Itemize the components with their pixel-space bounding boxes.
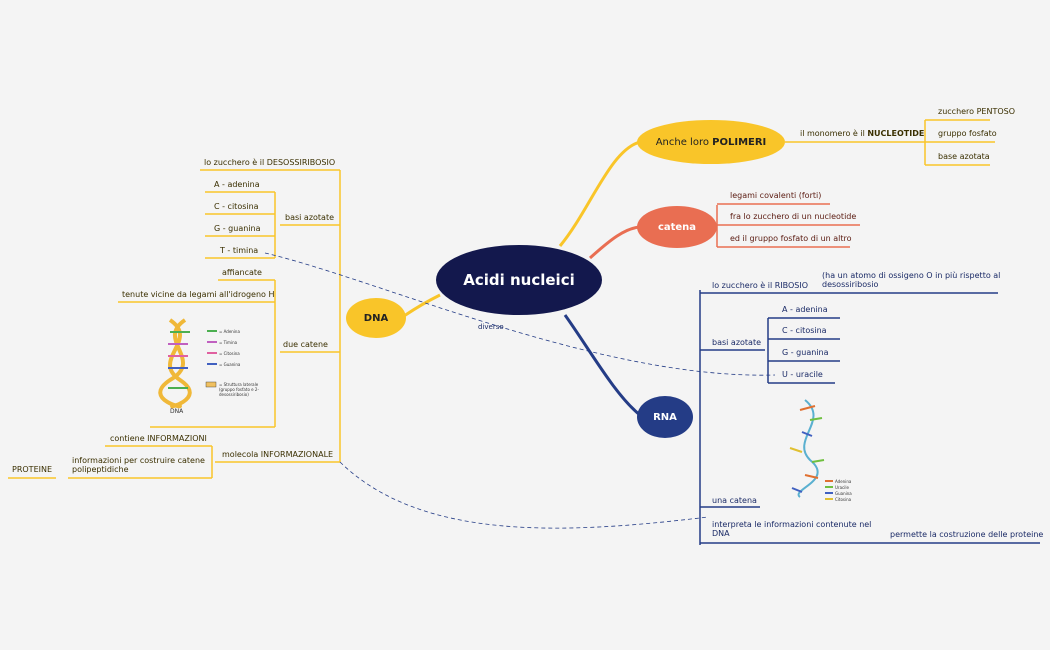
dna-legend-2: = Citosina bbox=[219, 351, 240, 356]
dna-affiancate[interactable]: affiancate bbox=[222, 268, 262, 277]
dna-legend-3: = Guanina bbox=[219, 362, 241, 367]
dna-informazioni[interactable]: informazioni per costruire catene polipe… bbox=[72, 456, 205, 475]
catena-item-1[interactable]: fra lo zucchero di un nucleotide bbox=[730, 212, 857, 221]
base-azotata[interactable]: base azotata bbox=[938, 152, 990, 161]
rna-legend-1: Uracile bbox=[835, 485, 849, 490]
catena-item-0[interactable]: legami covalenti (forti) bbox=[730, 191, 822, 200]
dna-image-caption: DNA bbox=[170, 408, 184, 415]
dna-legend-box: = Struttura laterale (gruppo fosfato e 2… bbox=[219, 382, 259, 397]
dna-basi-label[interactable]: basi azotate bbox=[285, 213, 335, 222]
monomero-label[interactable]: il monomero è il NUCLEOTIDE bbox=[800, 129, 925, 138]
dna-node[interactable]: DNA bbox=[346, 298, 406, 338]
dna-legend-1: = Timina bbox=[219, 340, 238, 345]
polimeri-bold: POLIMERI bbox=[712, 136, 767, 148]
dna-base-citosina[interactable]: C - citosina bbox=[214, 202, 259, 211]
gruppo-fosfato[interactable]: gruppo fosfato bbox=[938, 129, 997, 138]
rna-base-guanina[interactable]: G - guanina bbox=[782, 348, 829, 357]
rna-permette[interactable]: permette la costruzione delle proteine bbox=[890, 530, 1044, 539]
zucchero-pentoso[interactable]: zucchero PENTOSO bbox=[938, 107, 1016, 116]
dna-base-timina[interactable]: T - timina bbox=[220, 246, 259, 255]
rna-legend-0: Adenina bbox=[835, 479, 852, 484]
rna-base-adenina[interactable]: A - adenina bbox=[782, 305, 828, 314]
dna-contiene[interactable]: contiene INFORMAZIONI bbox=[110, 434, 207, 443]
dna-due-catene[interactable]: due catene bbox=[283, 340, 328, 349]
diverso-label: diverso bbox=[478, 323, 504, 331]
dna-base-guanina[interactable]: G - guanina bbox=[214, 224, 261, 233]
dna-molecola[interactable]: molecola INFORMAZIONALE bbox=[222, 450, 334, 459]
dna-helix-image bbox=[158, 318, 217, 409]
rna-legend-3: Citosina bbox=[835, 497, 852, 502]
dna-proteine[interactable]: PROTEINE bbox=[12, 465, 53, 474]
rna-legend-2: Guanina bbox=[835, 491, 852, 496]
catena-node[interactable]: catena bbox=[637, 206, 717, 248]
polimeri-prefix: Anche loro bbox=[655, 136, 713, 148]
root-title: Acidi nucleici bbox=[463, 271, 575, 289]
dna-legend-0: = Adenina bbox=[219, 329, 240, 334]
rna-basi-label[interactable]: basi azotate bbox=[712, 338, 762, 347]
rna-base-citosina[interactable]: C - citosina bbox=[782, 326, 827, 335]
dna-zucchero[interactable]: lo zucchero è il DESOSSIRIBOSIO bbox=[204, 158, 336, 167]
rna-note[interactable]: (ha un atomo di ossigeno O in più rispet… bbox=[822, 271, 1001, 290]
catena-item-2[interactable]: ed il gruppo fosfato di un altro bbox=[730, 234, 852, 243]
rna-helix-image bbox=[789, 399, 833, 500]
rna-base-uracile[interactable]: U - uracile bbox=[782, 370, 823, 379]
dna-tenute[interactable]: tenute vicine da legami all'idrogeno H bbox=[122, 290, 275, 299]
rna-interpreta[interactable]: interpreta le informazioni contenute nel… bbox=[712, 520, 872, 539]
rna-zucchero[interactable]: lo zucchero è il RIBOSIO bbox=[712, 281, 809, 290]
dna-base-adenina[interactable]: A - adenina bbox=[214, 180, 260, 189]
root-node[interactable]: Acidi nucleici bbox=[436, 245, 602, 315]
rna-una-catena[interactable]: una catena bbox=[712, 496, 757, 505]
polimeri-node[interactable]: Anche loro POLIMERI bbox=[637, 120, 785, 164]
rna-node[interactable]: RNA bbox=[637, 396, 693, 438]
